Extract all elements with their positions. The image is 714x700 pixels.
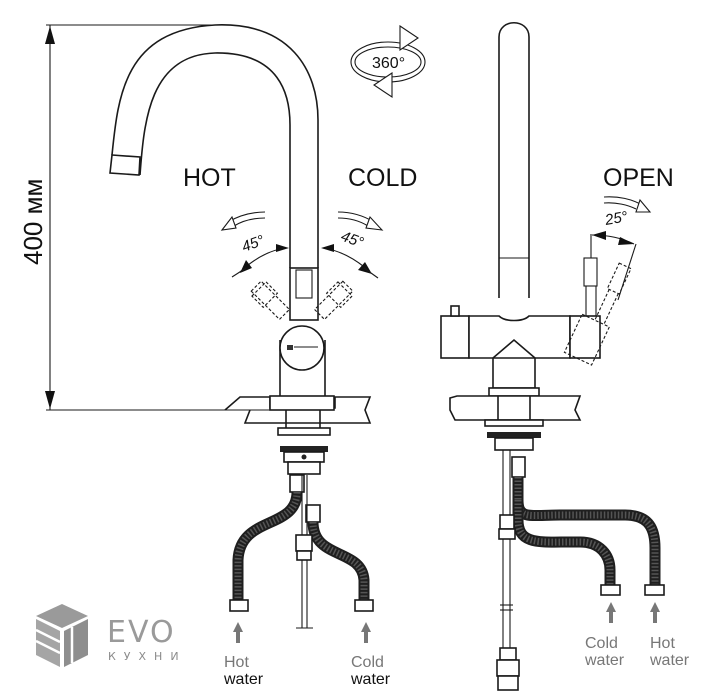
brand-logo: EVO КУХНИ [35,604,187,667]
brand-subtitle: КУХНИ [108,650,187,663]
side-inlet-2-line1: Hot [650,635,675,652]
hot-inlet-nut [229,599,249,612]
front-inlet-1-line1: Hot [224,654,249,671]
cold-label: COLD [348,164,417,192]
rotation-360-icon: 360° [350,24,426,99]
hot-rotation-arrow-icon [220,211,266,231]
height-label: 400 мм [18,179,48,265]
mixer-ball [279,325,325,371]
side-cold-inlet-arrow-icon [606,602,616,623]
hot-label: HOT [183,164,236,192]
cold-inlet-nut [354,599,374,612]
side-view: 25° OPEN [440,22,690,691]
cube-logo-icon [35,604,88,667]
side-cold-inlet-nut [600,584,621,596]
open-rotation-arrow-icon [603,196,652,213]
spout-aerator [109,154,141,176]
front-inlet-2-line1: Cold [351,654,384,671]
side-inlet-1-line2: water [584,652,625,669]
front-inlet-2-line2: water [350,671,391,688]
cold-angle-label: 45° [339,228,366,252]
front-inlet-1-line2: water [223,671,264,688]
hot-inlet-arrow-icon [233,622,243,643]
front-view: 45° 45° HOT COLD [109,24,417,688]
rotation-label: 360° [372,55,405,72]
cold-inlet-arrow-icon [361,622,371,643]
arrow-up-icon [45,26,55,44]
open-label: OPEN [603,164,674,192]
hot-angle-label: 45° [240,232,267,256]
height-dimension: 400 мм [18,24,280,411]
arrow-down-icon [45,391,55,409]
spout-outer [111,24,319,268]
cold-rotation-arrow-icon [337,211,384,231]
side-hot-inlet-nut [644,584,665,596]
brand-name: EVO [107,615,176,650]
spout-inner [139,52,291,268]
side-inlet-2-line2: water [649,652,690,669]
side-inlet-1-line1: Cold [585,635,618,652]
open-angle-label: 25° [603,208,629,229]
side-hot-inlet-arrow-icon [650,602,660,623]
